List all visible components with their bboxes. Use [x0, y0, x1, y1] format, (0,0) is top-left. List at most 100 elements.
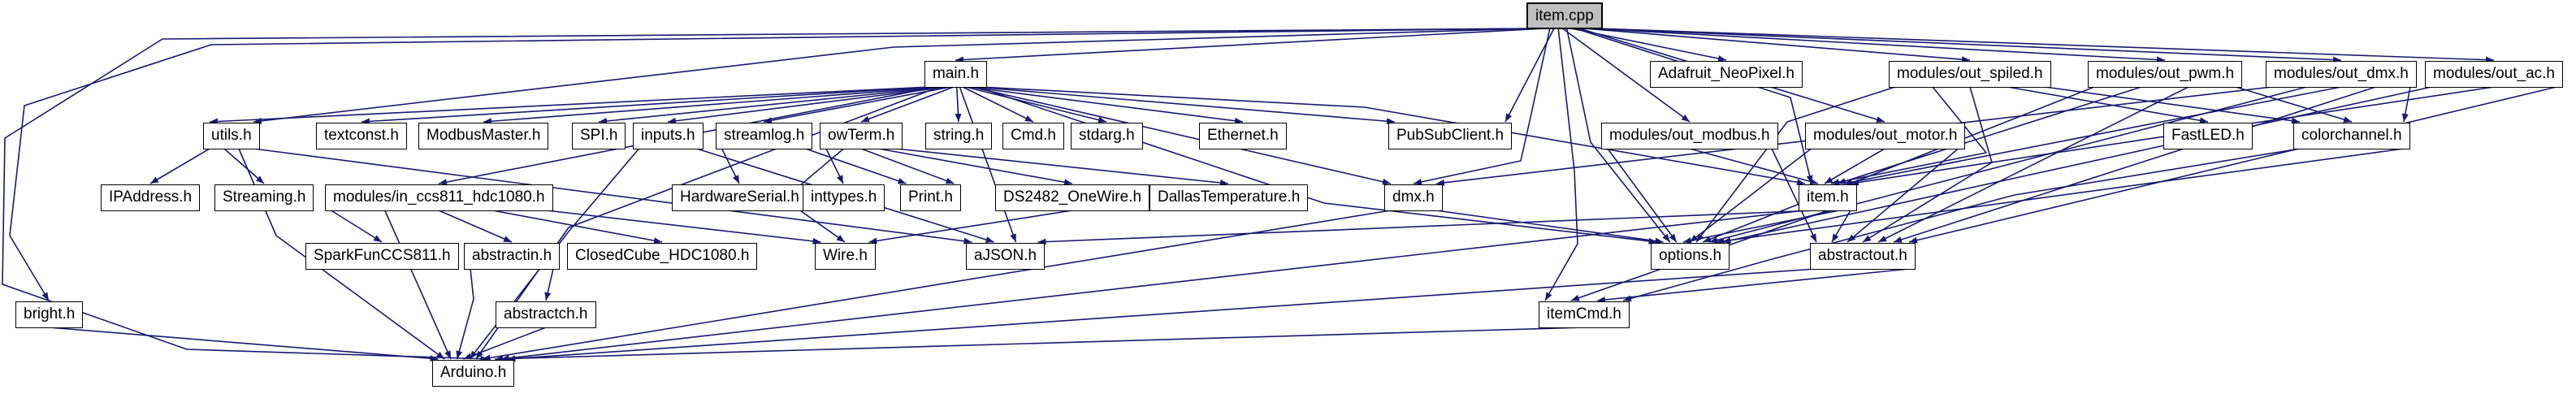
node-spi_h[interactable]: SPI.h — [572, 123, 626, 149]
edge-main_h-to-string_h — [955, 86, 962, 123]
node-item_h[interactable]: item.h — [1799, 184, 1857, 211]
node-itemcmd_h[interactable]: itemCmd.h — [1539, 301, 1630, 328]
edge-out_pwm_h-to-options_h — [1702, 86, 2095, 243]
edge-colorchannel_h-to-itemcmd_h — [1622, 148, 2301, 302]
edge-item_cpp-to-arduino_h — [2, 28, 1542, 362]
node-streaming_h[interactable]: Streaming.h — [214, 184, 314, 211]
node-arduino_h[interactable]: Arduino.h — [432, 360, 515, 387]
node-adafruit_neopixel_h[interactable]: Adafruit_NeoPixel.h — [1650, 61, 1803, 88]
edge-in_ccs811_h-to-arduino_h — [384, 210, 452, 360]
node-fastled_h[interactable]: FastLED.h — [2163, 123, 2253, 149]
edge-utils_h-to-ipaddress_h — [149, 148, 210, 184]
edge-item_cpp-to-utils_h — [253, 28, 1538, 124]
node-owterm_h[interactable]: owTerm.h — [820, 123, 903, 149]
node-out_modbus_h[interactable]: modules/out_modbus.h — [1601, 123, 1778, 149]
edge-main_h-to-streamlog_h — [763, 86, 951, 124]
edge-item_cpp-to-itemcmd_h — [1544, 28, 1578, 301]
node-main_h[interactable]: main.h — [924, 61, 988, 88]
edge-streamlog_h-to-hardwareserial_h — [721, 148, 740, 184]
node-bright_h[interactable]: bright.h — [15, 301, 84, 328]
edge-main_h-to-options_h — [976, 86, 1657, 245]
edge-itemcmd_h-to-arduino_h — [495, 327, 1585, 362]
node-out_motor_h[interactable]: modules/out_motor.h — [1805, 123, 1966, 149]
edge-out_modbus_h-to-options_h — [1607, 148, 1678, 243]
node-ds2482_h[interactable]: DS2482_OneWire.h — [995, 184, 1150, 211]
edge-main_h-to-textconst_h — [361, 86, 934, 125]
node-inttypes_h[interactable]: inttypes.h — [803, 184, 885, 211]
node-out_pwm_h[interactable]: modules/out_pwm.h — [2088, 61, 2243, 88]
edge-colorchannel_h-to-options_h — [1716, 148, 2405, 245]
node-pubsubclient_h[interactable]: PubSubClient.h — [1388, 123, 1513, 149]
edge-item_h-to-abstractout_h — [1831, 210, 1851, 243]
node-print_h[interactable]: Print.h — [900, 184, 961, 211]
node-abstractin_h[interactable]: abstractin.h — [464, 243, 561, 270]
node-out_spiled_h[interactable]: modules/out_spiled.h — [1889, 61, 2051, 88]
edge-item_cpp-to-out_dmx_h — [1591, 28, 2342, 63]
edge-abstractout_h-to-arduino_h — [507, 268, 1817, 362]
edge-item_cpp-to-main_h — [955, 28, 1546, 63]
edge-item_cpp-to-bright_h — [9, 28, 1534, 301]
edge-owterm_h-to-dallastemp_h — [895, 148, 1229, 186]
edge-out_dmx_h-to-abstractout_h — [1893, 86, 2376, 243]
edge-main_h-to-stdarg_h — [965, 86, 1107, 123]
node-sparkfun_h[interactable]: SparkFunCCS811.h — [305, 243, 459, 270]
node-colorchannel_h[interactable]: colorchannel.h — [2293, 123, 2410, 149]
node-dmx_h[interactable]: dmx.h — [1384, 184, 1443, 211]
edge-main_h-to-ajson_h — [959, 86, 1017, 243]
edge-out_spiled_h-to-options_h — [1695, 86, 1896, 243]
node-out_ac_h[interactable]: modules/out_ac.h — [2425, 61, 2563, 88]
node-cmd_h[interactable]: Cmd.h — [1002, 123, 1064, 149]
node-stdarg_h[interactable]: stdarg.h — [1071, 123, 1143, 149]
edge-utils_h-to-arduino_h — [238, 148, 445, 360]
edge-main_h-to-pubsubclient_h — [974, 86, 1396, 125]
edge-out_pwm_h-to-item_h — [1837, 86, 2142, 184]
node-item_cpp[interactable]: item.cpp — [1526, 2, 1603, 29]
edge-main_h-to-utils_h — [209, 86, 931, 125]
node-inputs_h[interactable]: inputs.h — [633, 123, 704, 149]
edge-out_ac_h-to-options_h — [1722, 86, 2432, 244]
edge-owterm_h-to-ds2482_h — [878, 148, 1073, 186]
edge-out_pwm_h-to-colorchannel_h — [2235, 86, 2353, 123]
node-options_h[interactable]: options.h — [1651, 243, 1730, 270]
edge-ds2482_h-to-wire_h — [868, 210, 1073, 245]
node-closedcube_h[interactable]: ClosedCube_HDC1080.h — [567, 243, 758, 270]
node-abstractout_h[interactable]: abstractout.h — [1810, 243, 1916, 270]
node-wire_h[interactable]: Wire.h — [815, 243, 876, 270]
node-string_h[interactable]: string.h — [925, 123, 993, 149]
node-abstractch_h[interactable]: abstractch.h — [496, 301, 596, 328]
node-hardwareserial_h[interactable]: HardwareSerial.h — [672, 184, 807, 211]
node-out_dmx_h[interactable]: modules/out_dmx.h — [2266, 61, 2417, 88]
node-streamlog_h[interactable]: streamlog.h — [716, 123, 813, 149]
edge-main_h-to-owterm_h — [860, 86, 955, 123]
node-in_ccs811_h[interactable]: modules/in_ccs811_hdc1080.h — [325, 184, 553, 211]
edge-abstractout_h-to-itemcmd_h — [1596, 268, 1910, 303]
edge-main_h-to-cmd_h — [962, 86, 1034, 123]
node-dallastemp_h[interactable]: DallasTemperature.h — [1149, 184, 1309, 211]
edge-item_cpp-to-options_h — [1565, 28, 1671, 243]
edge-out_dmx_h-to-item_h — [1843, 86, 2342, 186]
edge-out_spiled_h-to-item_h — [1830, 86, 1987, 185]
edge-dmx_h-to-options_h — [1435, 210, 1664, 245]
edge-item_cpp-to-dmx_h — [1413, 28, 1551, 185]
edge-item_cpp-to-out_ac_h — [1595, 28, 2495, 63]
node-textconst_h[interactable]: textconst.h — [316, 123, 407, 149]
edge-main_h-to-ethernet_h — [968, 86, 1244, 124]
edge-out_dmx_h-to-options_h — [1709, 86, 2307, 244]
edge-in_ccs811_h-to-wire_h — [546, 210, 821, 245]
edge-main_h-to-inputs_h — [667, 86, 949, 124]
node-ethernet_h[interactable]: Ethernet.h — [1199, 123, 1287, 149]
edge-item_cpp-to-out_spiled_h — [1583, 28, 1971, 63]
node-ipaddress_h[interactable]: IPAddress.h — [101, 184, 201, 211]
edge-in_ccs811_h-to-abstractin_h — [438, 210, 513, 243]
edge-abstractch_h-to-arduino_h — [463, 327, 547, 360]
edge-main_h-to-dmx_h — [971, 86, 1392, 185]
node-modbusmaster_h[interactable]: ModbusMaster.h — [418, 123, 549, 149]
edge-main_h-to-spi_h — [598, 86, 946, 124]
edge-item_cpp-to-item_h — [1574, 28, 1813, 184]
edge-in_ccs811_h-to-closedcube_h — [492, 210, 663, 245]
node-ajson_h[interactable]: aJSON.h — [966, 243, 1046, 270]
node-utils_h[interactable]: utils.h — [203, 123, 260, 149]
edge-out_motor_h-to-item_h — [1824, 148, 1885, 184]
